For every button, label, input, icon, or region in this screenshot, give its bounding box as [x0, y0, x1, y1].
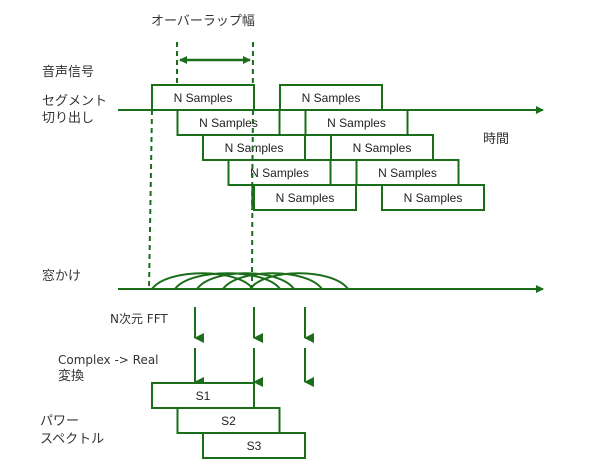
overlap-width-label: オーバーラップ幅: [151, 14, 255, 29]
segment-box: N Samples: [202, 134, 306, 161]
segment-box: N Samples: [279, 84, 383, 111]
window-arc: [222, 272, 323, 290]
segment-box: N Samples: [381, 184, 485, 211]
audio-signal-label: 音声信号: [42, 65, 95, 80]
complex-real-label-line1: Complex -> Real: [58, 353, 159, 367]
segment-label-line1: セグメント: [42, 94, 108, 109]
segment-box: N Samples: [253, 184, 357, 211]
spectrum-box: S2: [176, 407, 281, 434]
overlap-guide-right-overlay: [251, 109, 254, 211]
window-arc: [174, 272, 281, 290]
windowing-label: 窓かけ: [42, 269, 82, 284]
spectrum-box: S1: [151, 382, 255, 409]
segment-box: N Samples: [227, 159, 332, 186]
segment-boxes: N Samples N Samples N Samples N Samples N Sa…: [151, 84, 485, 211]
segment-box-label: N Samples: [276, 191, 335, 205]
spectrum-box: S3: [202, 432, 306, 459]
segment-box-label: N Samples: [353, 141, 412, 155]
segment-box-label: N Samples: [302, 91, 361, 105]
segment-box: N Samples: [330, 134, 434, 161]
segment-box-label: N Samples: [199, 116, 258, 130]
complex-real-label-line2: 変換: [58, 369, 85, 384]
segment-box: N Samples: [304, 109, 409, 136]
segment-box: N Samples: [355, 159, 460, 186]
power-spectrum-label-line1: パワー: [40, 414, 80, 429]
window-arcs: [151, 272, 349, 290]
window-arc: [151, 272, 254, 290]
spectrum-box-label: S1: [196, 389, 211, 403]
segment-box: N Samples: [176, 109, 281, 136]
time-label: 時間: [483, 132, 510, 147]
power-spectrum-label-line2: スペクトル: [40, 432, 105, 447]
segment-box-label: N Samples: [404, 191, 463, 205]
segment-box: N Samples: [151, 84, 255, 111]
spectrum-box-label: S3: [247, 439, 262, 453]
window-arc: [249, 272, 349, 290]
segment-box-label: N Samples: [174, 91, 233, 105]
segment-box-label: N Samples: [225, 141, 284, 155]
segment-box-label: N Samples: [250, 166, 309, 180]
spectrum-box-label: S2: [221, 414, 236, 428]
segment-label-line2: 切り出し: [42, 111, 95, 126]
segment-box-label: N Samples: [327, 116, 386, 130]
window-arc: [196, 272, 295, 290]
fft-label: N次元 FFT: [110, 312, 168, 326]
segment-box-label: N Samples: [378, 166, 437, 180]
segment-start-guide: [148, 109, 153, 289]
fft-arrows: [194, 307, 314, 387]
